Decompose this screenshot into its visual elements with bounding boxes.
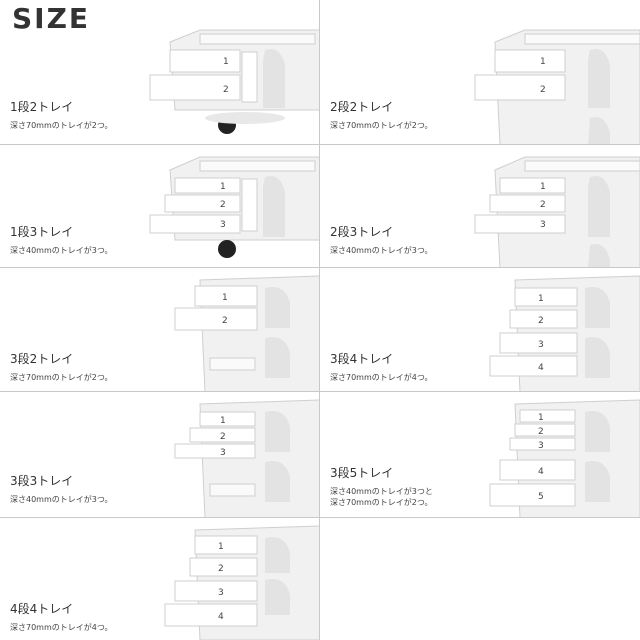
size-description: 深さ70mmのトレイが2つ。 [10,121,113,130]
tray-number: 1 [222,293,228,303]
size-description: 深さ70mmのトレイが4つ。 [330,373,433,382]
page-title: SIZE [12,2,91,35]
tray-number: 2 [220,432,226,442]
tray-number: 1 [540,182,546,192]
trolley-3dan-3tray-illustration: 1 2 3 [174,399,319,517]
size-description: 深さ40mmのトレイが3つ。 [330,246,433,255]
size-label: 3段4トレイ [330,352,394,366]
tray-number: 2 [218,564,224,574]
tray-number: 2 [220,200,226,210]
size-cell-3dan-3tray[interactable]: 3段3トレイ 深さ40mmのトレイが3つ。 1 2 3 [0,392,320,518]
trolley-3dan-4tray-illustration: 1 2 3 4 [489,275,640,391]
tray-number: 3 [220,220,226,230]
caster-wheel-icon [218,240,236,258]
size-cell-1dan-3tray[interactable]: 1段3トレイ 深さ40mmのトレイが3つ。 1 2 3 [0,145,320,268]
tray-number: 2 [540,200,546,210]
trolley-2dan-2tray-illustration: 1 2 [474,29,640,144]
trolley-1dan-3tray-illustration: 1 2 3 [149,156,319,258]
tray-number: 4 [538,467,544,477]
tray-number: 3 [220,448,226,458]
size-label: 3段2トレイ [10,352,74,366]
empty-cell [320,518,640,640]
size-description: 深さ70mmのトレイが4つ。 [10,623,113,632]
trolley-2dan-3tray-illustration: 1 2 3 [474,156,640,267]
tray-number: 1 [220,416,226,426]
size-cell-4dan-4tray[interactable]: 4段4トレイ 深さ70mmのトレイが4つ。 1 2 3 4 [0,518,320,640]
tray-number: 3 [538,340,544,350]
size-label: 2段2トレイ [330,100,394,114]
size-label: 1段3トレイ [10,225,74,239]
size-label: 4段4トレイ [10,602,74,616]
tray-number: 1 [223,57,229,67]
tray-number: 1 [540,57,546,67]
size-description: 深さ70mmのトレイが2つ。 [10,373,113,382]
size-description: 深さ70mmのトレイが2つ。 [330,121,433,130]
tray-number: 4 [218,612,224,622]
tray-number: 2 [540,85,546,95]
tray-number: 1 [220,182,226,192]
tray-number: 1 [218,542,224,552]
tray-number: 1 [538,413,544,423]
size-label: 1段2トレイ [10,100,74,114]
size-description: 深さ40mmのトレイが3つ。 [10,246,113,255]
tray-number: 4 [538,363,544,373]
tray-number: 2 [222,316,228,326]
trolley-3dan-2tray-illustration: 1 2 [174,275,319,391]
size-description: 深さ40mmのトレイが3つ。 [10,495,113,504]
size-label: 3段3トレイ [10,474,74,488]
trolley-3dan-5tray-illustration: 1 2 3 4 5 [489,399,640,517]
size-cell-3dan-2tray[interactable]: 3段2トレイ 深さ70mmのトレイが2つ。 1 2 [0,268,320,392]
size-cell-3dan-5tray[interactable]: 3段5トレイ 深さ40mmのトレイが3つと 深さ70mmのトレイが2つ。 1 2… [320,392,640,518]
tray-number: 2 [223,85,229,95]
tray-number: 1 [538,294,544,304]
tray-number: 3 [218,588,224,598]
tray-number: 2 [538,427,544,437]
size-label: 2段3トレイ [330,225,394,239]
tray-number: 3 [538,441,544,451]
size-cell-1dan-2tray[interactable]: 1段2トレイ 深さ70mmのトレイが2つ。 1 2 [0,0,320,145]
size-description: 深さ40mmのトレイが3つと 深さ70mmのトレイが2つ。 [330,487,433,507]
trolley-1dan-2tray-illustration: 1 2 [149,29,319,134]
size-cell-2dan-2tray[interactable]: 2段2トレイ 深さ70mmのトレイが2つ。 1 2 [320,0,640,145]
tray-number: 3 [540,220,546,230]
size-cell-2dan-3tray[interactable]: 2段3トレイ 深さ40mmのトレイが3つ。 1 2 3 [320,145,640,268]
size-label: 3段5トレイ [330,466,394,480]
trolley-4dan-4tray-illustration: 1 2 3 4 [164,525,319,640]
tray-number: 5 [538,492,544,502]
tray-number: 2 [538,316,544,326]
size-cell-3dan-4tray[interactable]: 3段4トレイ 深さ70mmのトレイが4つ。 1 2 3 4 [320,268,640,392]
